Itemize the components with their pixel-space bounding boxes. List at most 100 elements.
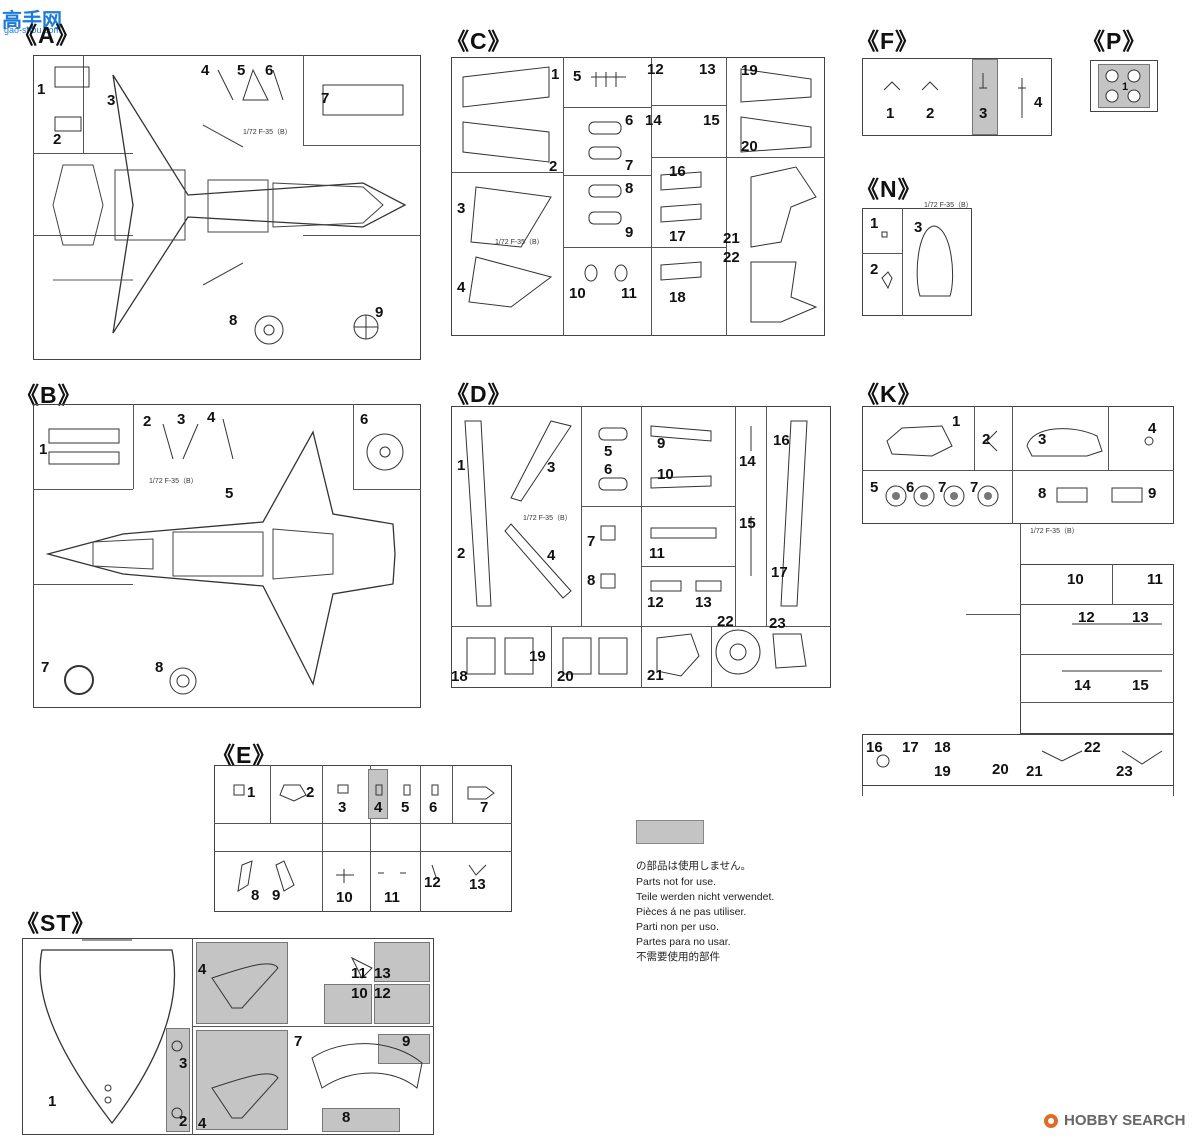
sprue-k-part-21: 21	[1026, 763, 1043, 780]
sprue-p: 1	[1090, 60, 1158, 112]
sprue-d-part-23: 23	[769, 615, 786, 632]
sprue-b-part-7: 7	[41, 659, 50, 676]
sprue-k-part-4: 4	[1148, 420, 1157, 437]
sprue-d-part-2: 2	[457, 545, 466, 562]
sprue-k-part-8: 8	[1038, 485, 1047, 502]
sprue-k-part-18: 18	[934, 739, 951, 756]
legend-line-zh: 不需要使用的部件	[636, 951, 720, 963]
sprue-st-part-8: 8	[342, 1109, 351, 1126]
sprue-d-parts-drawing	[464, 420, 808, 677]
sprue-e-part-3: 3	[338, 799, 347, 816]
sprue-p-frame	[1090, 60, 1158, 112]
sprue-d-part-7: 7	[587, 533, 596, 550]
sprue-d: 1/72 F-35（B） 1 2 3 4 5 6 7 8 9 10 11 12 …	[451, 406, 831, 688]
sprue-e-title: 《E》	[212, 742, 277, 768]
sprue-c: 1/72 F-35（B） 1 2 3 4 5 6 7 8 9 10 11 12 …	[451, 57, 825, 336]
sprue-c-part-1: 1	[551, 66, 560, 83]
sprue-n-parts-drawing	[881, 225, 954, 297]
sprue-b-part-1: 1	[39, 441, 48, 458]
sprue-e-part-12: 12	[424, 874, 441, 891]
sprue-n-part-3: 3	[914, 219, 923, 236]
sprue-st-part-2: 2	[179, 1113, 188, 1130]
sprue-k-part-7a: 7	[938, 479, 947, 496]
sprue-c-part-16: 16	[669, 163, 686, 180]
sprue-st-part-9-unused	[378, 1034, 430, 1064]
sprue-f-part-3: 3	[979, 105, 988, 122]
sprue-b-frame	[33, 404, 421, 708]
sprue-e-part-10: 10	[336, 889, 353, 906]
sprue-f-frame	[862, 58, 1052, 136]
sprue-st-part-11: 11	[351, 965, 367, 982]
sprue-a: 1/72 F-35（B） 1 2 3 4 5 6 7 8 9	[33, 55, 421, 360]
sprue-d-part-8: 8	[587, 572, 596, 589]
sprue-a-part-9: 9	[375, 304, 384, 321]
sprue-a-airframe-drawing	[52, 66, 407, 345]
sprue-e-part-5: 5	[401, 799, 410, 816]
sprue-st-part-12-unused	[374, 984, 430, 1024]
sprue-c-part-10: 10	[569, 285, 586, 302]
sprue-f: 1 2 3 4	[862, 58, 1052, 136]
sprue-d-part-9: 9	[657, 435, 666, 452]
sprue-e-part-1: 1	[247, 784, 256, 801]
sprue-d-part-6: 6	[604, 461, 613, 478]
sprue-a-part-5: 5	[237, 62, 246, 79]
sprue-n-part-2: 2	[870, 261, 879, 278]
sprue-st-part-4b-unused	[196, 1030, 288, 1130]
sprue-n-title: 《N》	[856, 176, 922, 202]
sprue-b-part-3: 3	[177, 411, 186, 428]
sprue-c-part-17: 17	[669, 228, 686, 245]
sprue-st-frame	[22, 938, 434, 1135]
sprue-a-part-3: 3	[107, 92, 116, 109]
sprue-k-part-19: 19	[934, 763, 951, 780]
sprue-b-part-6: 6	[360, 411, 369, 428]
sprue-c-part-11: 11	[621, 285, 637, 302]
sprue-a-part-8: 8	[229, 312, 238, 329]
sprue-d-part-12: 12	[647, 594, 664, 611]
sprue-k-frame-bottom	[1020, 564, 1174, 734]
sprue-b-title: 《B》	[16, 382, 82, 408]
sprue-f-part-2: 2	[926, 105, 935, 122]
sprue-k-part-12: 12	[1078, 609, 1095, 626]
sprue-c-part-19: 19	[741, 62, 758, 79]
sprue-c-part-14: 14	[645, 112, 662, 129]
sprue-c-part-15: 15	[703, 112, 720, 129]
sprue-e-parts-drawing	[233, 784, 495, 892]
sprue-p-parts-drawing	[1105, 69, 1141, 103]
sprue-b-part-5: 5	[225, 485, 234, 502]
sprue-d-title: 《D》	[446, 381, 512, 407]
sprue-f-title: 《F》	[856, 28, 920, 54]
sprue-k-part-15: 15	[1132, 677, 1149, 694]
sprue-k-part-2: 2	[982, 431, 991, 448]
sprue-k-part-5: 5	[870, 479, 879, 496]
sprue-c-part-5: 5	[573, 68, 582, 85]
watermark-url: gao-shou.com	[4, 25, 62, 35]
sprue-n: 1/72 F-35（B） 1 2 3	[862, 202, 973, 316]
sprue-k-code: 1/72 F-35（B）	[1030, 528, 1079, 535]
sprue-f-part-3-unused	[972, 59, 998, 135]
sprue-k-part-13: 13	[1132, 609, 1149, 626]
sprue-e-part-13: 13	[469, 876, 486, 893]
legend-line-en: Parts not for use.	[636, 876, 716, 888]
sprue-b-part-2: 2	[143, 413, 152, 430]
sprue-k-part-23: 23	[1116, 763, 1133, 780]
sprue-c-part-18: 18	[669, 289, 686, 306]
sprue-d-code: 1/72 F-35（B）	[523, 515, 572, 522]
sprue-n-frame	[862, 208, 972, 316]
sprue-a-part-1: 1	[37, 81, 46, 98]
sprue-p-title: 《P》	[1082, 28, 1147, 54]
sprue-c-part-22: 22	[723, 249, 740, 266]
sprue-a-title: 《A》	[14, 22, 80, 48]
sprue-d-part-1: 1	[457, 457, 466, 474]
sprue-f-part-1: 1	[886, 105, 895, 122]
sprue-st-part-10-unused	[324, 984, 372, 1024]
sprue-d-part-5: 5	[604, 443, 613, 460]
sprue-a-part-2: 2	[53, 131, 62, 148]
sprue-st-part-10: 10	[351, 985, 368, 1002]
sprue-d-part-10: 10	[657, 466, 674, 483]
sprue-d-part-16: 16	[773, 432, 790, 449]
sprue-a-code: 1/72 F-35（B）	[243, 129, 292, 136]
legend-line-ja: の部品は使用しません。	[636, 860, 752, 872]
sprue-st: 1 2 3 4 4 7 8 9 10 11 12 13	[22, 938, 434, 1135]
sprue-d-part-3: 3	[547, 459, 556, 476]
sprue-b: 1/72 F-35（B） 1 2 3 4 5 6 7 8	[33, 404, 421, 708]
